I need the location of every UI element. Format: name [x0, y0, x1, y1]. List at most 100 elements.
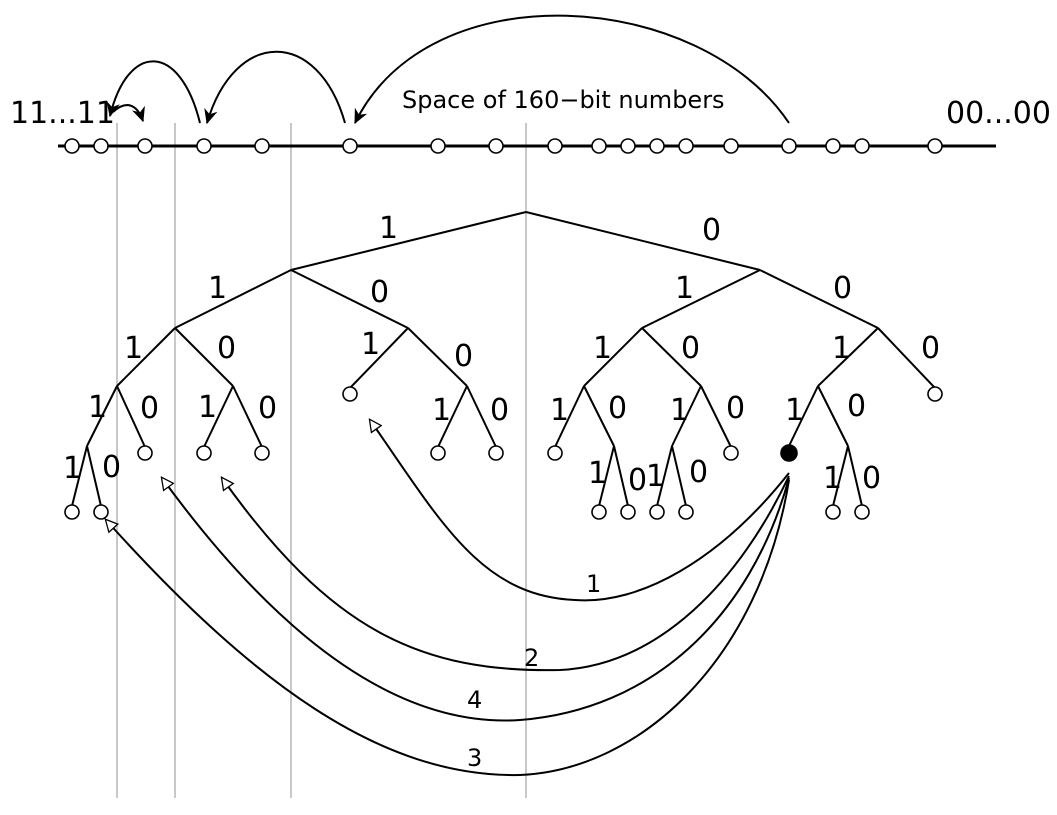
- edge-label: 0: [681, 331, 700, 366]
- tree-edge: [174, 269, 292, 329]
- lookup-label-4: 4: [467, 686, 482, 714]
- tree-edge: [290, 269, 409, 329]
- edge-label: 0: [490, 393, 509, 428]
- tree-leaf: [678, 504, 694, 520]
- edge-label: 1: [670, 393, 689, 428]
- tree-edge: [466, 385, 497, 448]
- tree-leaf: [93, 504, 109, 520]
- lookup-arc-4: [162, 478, 790, 722]
- edge-label: 0: [370, 275, 389, 310]
- tree-edge: [671, 445, 687, 507]
- id-point: [93, 138, 109, 154]
- lookup-arc-3: [106, 479, 790, 777]
- edge-label: 1: [823, 461, 842, 496]
- lookup-label-1: 1: [586, 570, 601, 598]
- edge-labels: 1 0 1 0 1 0 1 0 1 0 1 0 1 0 1 0 1 0 1 0 …: [63, 211, 940, 498]
- tree-edge: [86, 385, 118, 447]
- edge-label: 0: [921, 331, 940, 366]
- edge-label: 0: [628, 463, 647, 498]
- tree-leaf: [430, 445, 446, 461]
- tree-leaf: [137, 445, 153, 461]
- tree-edge: [847, 445, 863, 507]
- hop-arc: [354, 14, 790, 125]
- hop-arc: [106, 60, 201, 124]
- self-node: [780, 444, 798, 462]
- id-point: [591, 138, 607, 154]
- id-point: [64, 138, 80, 154]
- tree-edge: [116, 327, 176, 387]
- id-point: [430, 138, 446, 154]
- edge-label: 0: [833, 271, 852, 306]
- left-end-label: 11...11: [10, 96, 115, 131]
- edge-label: 0: [847, 389, 866, 424]
- edge-label: 0: [140, 391, 159, 426]
- tree-leaf: [64, 504, 80, 520]
- id-point: [678, 138, 694, 154]
- edge-label: 1: [124, 331, 143, 366]
- tree-edge: [700, 385, 732, 448]
- lookup-arcs: [106, 420, 790, 777]
- guide-lines: [116, 123, 527, 798]
- edge-label: 1: [432, 393, 451, 428]
- id-point: [649, 138, 665, 154]
- tree-edge: [583, 385, 615, 447]
- edge-label: 1: [785, 393, 804, 428]
- id-point: [547, 138, 563, 154]
- tree-edge: [71, 445, 88, 507]
- edge-label: 1: [379, 211, 398, 246]
- lookup-arc-2: [222, 475, 790, 672]
- tree-edge: [203, 385, 234, 448]
- edge-label: 1: [588, 456, 607, 491]
- id-point: [620, 138, 636, 154]
- tree-leaf: [196, 445, 212, 461]
- edge-label: 0: [608, 391, 627, 426]
- edge-label: 0: [258, 391, 277, 426]
- edge-label: 0: [102, 450, 121, 485]
- edge-label: 0: [702, 213, 721, 248]
- edge-label: 1: [63, 451, 82, 486]
- id-point: [854, 138, 870, 154]
- tree-edge: [554, 385, 585, 448]
- tree-edge: [290, 211, 527, 271]
- tree-edge: [232, 385, 263, 448]
- tree-edges: [71, 211, 936, 507]
- tree-edge: [641, 269, 761, 329]
- edge-label: 1: [88, 390, 107, 425]
- edge-label: 1: [198, 390, 217, 425]
- edge-label: 1: [208, 271, 227, 306]
- tree-edge: [877, 327, 936, 389]
- id-point: [723, 138, 739, 154]
- tree-edge: [832, 445, 849, 507]
- tree-edge: [759, 269, 879, 329]
- edge-label: 1: [550, 393, 569, 428]
- lookup-label-3: 3: [467, 744, 482, 772]
- tree-leaf: [927, 386, 943, 402]
- tree-edge: [671, 385, 702, 447]
- tree-edge: [817, 327, 879, 387]
- tree-edge: [788, 385, 819, 447]
- tree-edge: [598, 445, 615, 507]
- tree-edge: [525, 211, 761, 271]
- edge-label: 0: [726, 391, 745, 426]
- tree-edge: [86, 445, 102, 507]
- tree-leaf: [342, 386, 358, 402]
- edge-label: 0: [689, 455, 708, 490]
- tree-leaf: [854, 504, 870, 520]
- number-line: [58, 138, 996, 154]
- tree-leaf: [591, 504, 607, 520]
- id-point: [781, 138, 797, 154]
- tree-edge: [437, 385, 468, 448]
- edge-label: 1: [646, 459, 665, 494]
- id-point: [196, 138, 212, 154]
- tree-leaves: [64, 386, 943, 520]
- tree-edge: [407, 327, 468, 387]
- right-end-label: 00...00: [946, 96, 1051, 131]
- tree-edge: [174, 327, 234, 387]
- tree-edge: [656, 445, 673, 507]
- hop-arc: [112, 104, 145, 123]
- id-point: [825, 138, 841, 154]
- tree-leaf: [649, 504, 665, 520]
- edge-label: 1: [361, 327, 380, 362]
